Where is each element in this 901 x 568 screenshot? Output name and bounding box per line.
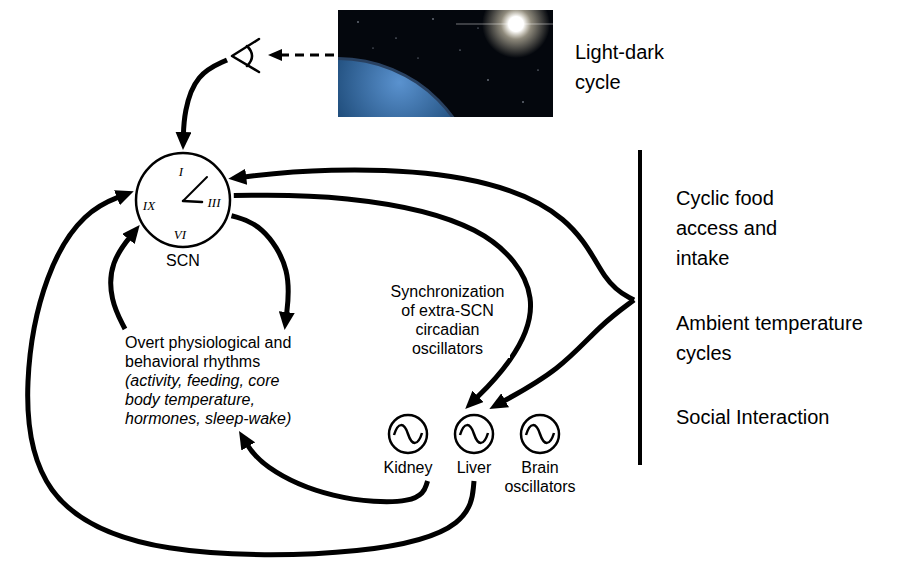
oscillator-outline	[455, 415, 493, 453]
arrow-connector	[238, 170, 634, 300]
cue-label: Ambient temperature cycles	[676, 308, 901, 368]
sun	[482, 10, 550, 58]
arrow-segment	[234, 195, 531, 402]
oscillator-symbol	[452, 412, 496, 456]
clock-numeral: VI	[174, 227, 186, 243]
oscillator-label: Liver	[452, 458, 496, 477]
oscillator-outline	[389, 415, 427, 453]
cue-label: Cyclic food access and intake	[676, 183, 816, 273]
clock-outline	[136, 153, 230, 247]
eye-icon	[232, 39, 259, 72]
cue-band: Cyclic food access and intakeAmbient tem…	[638, 150, 901, 465]
clock-hand	[183, 201, 202, 202]
earth-atmosphere	[338, 57, 481, 117]
cue-label: Social Interaction	[676, 402, 901, 432]
clock-hand	[183, 177, 207, 201]
oscillator: Liver	[452, 412, 496, 477]
node-label: SCN	[166, 251, 200, 271]
scn-clock: IIIIVIIXSCN	[133, 150, 233, 250]
clock-numeral: III	[208, 195, 221, 211]
clock-numeral: IX	[143, 198, 155, 214]
arrow-segment	[238, 170, 634, 300]
arrow-connector	[111, 233, 134, 329]
edge-label: Synchronization of extra-SCN circadian o…	[385, 282, 510, 358]
arrow-segment	[111, 233, 134, 329]
oscillator-symbol	[386, 412, 430, 456]
node-heading: Overt physiological and behavioral rhyth…	[125, 333, 315, 371]
arrow-segment	[28, 195, 474, 555]
arrow-segment	[498, 300, 634, 404]
sine-wave	[394, 425, 422, 443]
arrow-connector	[183, 55, 334, 140]
arrow-segment	[183, 60, 227, 140]
arrow-segment	[232, 216, 289, 320]
oscillator: Kidney	[384, 412, 433, 477]
dashed-arrow-segment	[276, 53, 334, 56]
arrow-connector	[232, 216, 289, 320]
illustration-frame: Light-dark cycle	[338, 10, 553, 117]
oscillator-outline	[521, 415, 559, 453]
oscillator-symbol	[518, 412, 562, 456]
oscillator: Brain oscillators	[500, 412, 580, 496]
oscillator-label: Brain oscillators	[500, 458, 580, 496]
node-body: (activity, feeding, core body temperatur…	[125, 371, 315, 428]
arrow-connector	[234, 195, 531, 402]
earth	[338, 60, 478, 117]
cycle-label: Light-dark cycle	[575, 37, 695, 97]
arrow-connector	[28, 195, 474, 555]
sun-flare	[456, 24, 553, 25]
sine-wave	[526, 425, 554, 443]
clock-numeral: I	[179, 164, 183, 180]
sine-wave	[460, 425, 488, 443]
oscillator-label: Kidney	[384, 458, 433, 477]
arrow-connector	[498, 300, 634, 404]
rhythm-text-node: Overt physiological and behavioral rhyth…	[125, 333, 315, 428]
